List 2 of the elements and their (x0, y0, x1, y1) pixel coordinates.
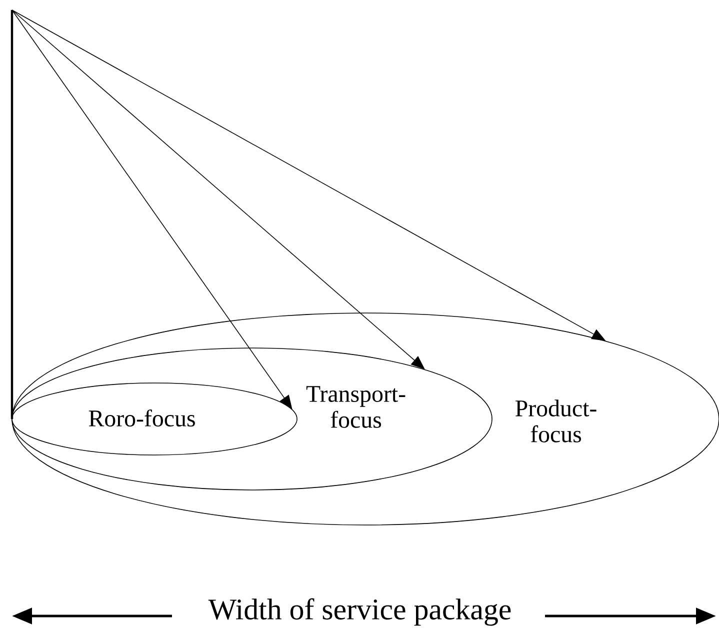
arrow (12, 10, 425, 370)
axis-label: Width of service package (208, 598, 511, 626)
